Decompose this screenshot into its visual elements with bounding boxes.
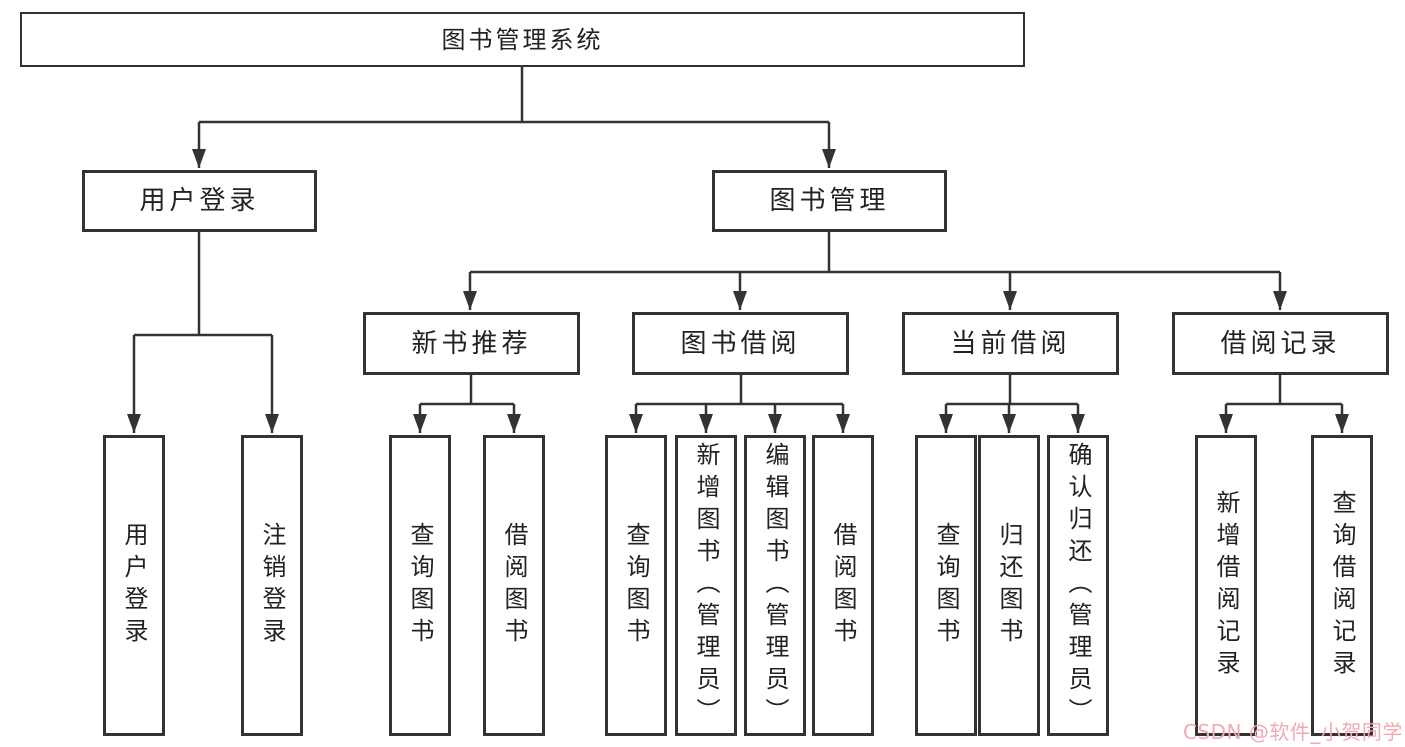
node-book-management: 图书管理 [712,170,947,232]
arrows-level-3 [463,272,1287,310]
node-book-borrowing: 图书借阅 [632,312,849,375]
node-root-label: 图书管理系统 [441,25,604,54]
leaf-logout: 注销登录 [241,435,303,736]
leaf-query-books-1-label: 查询图书 [406,521,434,650]
leaf-query-books-3-label: 查询图书 [932,521,960,650]
leaf-confirm-return-admin: 确认归还（管理员） [1047,435,1109,736]
leaf-add-books-admin-label: 新增图书（管理员） [692,441,720,730]
leaf-return-books-label: 归还图书 [995,521,1023,650]
node-current-borrowing: 当前借阅 [902,312,1119,375]
leaf-borrow-books-2-label: 借阅图书 [829,521,857,650]
leaf-query-books-2-label: 查询图书 [622,521,650,650]
node-current-borrowing-label: 当前借阅 [950,328,1071,359]
leaf-confirm-return-admin-label: 确认归还（管理员） [1064,441,1092,730]
leaf-borrow-books-2: 借阅图书 [812,435,874,736]
leaf-borrow-books-1: 借阅图书 [483,435,545,736]
node-borrowing-records-label: 借阅记录 [1220,328,1341,359]
node-book-borrowing-label: 图书借阅 [680,328,801,359]
arrows-level-2 [192,122,836,168]
leaf-edit-books-admin: 编辑图书（管理员） [744,435,806,736]
leaf-query-borrow-record: 查询借阅记录 [1311,435,1373,736]
arrows-leaves [127,335,1349,433]
node-root: 图书管理系统 [20,12,1025,67]
csdn-watermark: CSDN @软件_小贺同学 [1183,720,1403,744]
leaf-edit-books-admin-label: 编辑图书（管理员） [761,441,789,730]
node-new-book-recommendation: 新书推荐 [363,312,580,375]
node-new-book-recommendation-label: 新书推荐 [411,328,532,359]
leaf-add-borrow-record: 新增借阅记录 [1195,435,1257,736]
leaf-query-books-3: 查询图书 [915,435,977,736]
node-book-management-label: 图书管理 [769,186,890,216]
leaf-query-borrow-record-label: 查询借阅记录 [1328,489,1356,682]
leaf-borrow-books-1-label: 借阅图书 [500,521,528,650]
leaf-add-borrow-record-label: 新增借阅记录 [1212,489,1240,682]
leaf-query-books-2: 查询图书 [605,435,667,736]
node-borrowing-records: 借阅记录 [1172,312,1389,375]
leaf-return-books: 归还图书 [978,435,1040,736]
connector-lines [134,67,1342,406]
leaf-user-login-label: 用户登录 [120,521,148,650]
node-user-login-branch: 用户登录 [82,170,317,232]
leaf-add-books-admin: 新增图书（管理员） [675,435,737,736]
leaf-query-books-1: 查询图书 [389,435,451,736]
leaf-user-login: 用户登录 [103,435,165,736]
leaf-logout-label: 注销登录 [258,521,286,650]
node-user-login-branch-label: 用户登录 [139,186,260,216]
